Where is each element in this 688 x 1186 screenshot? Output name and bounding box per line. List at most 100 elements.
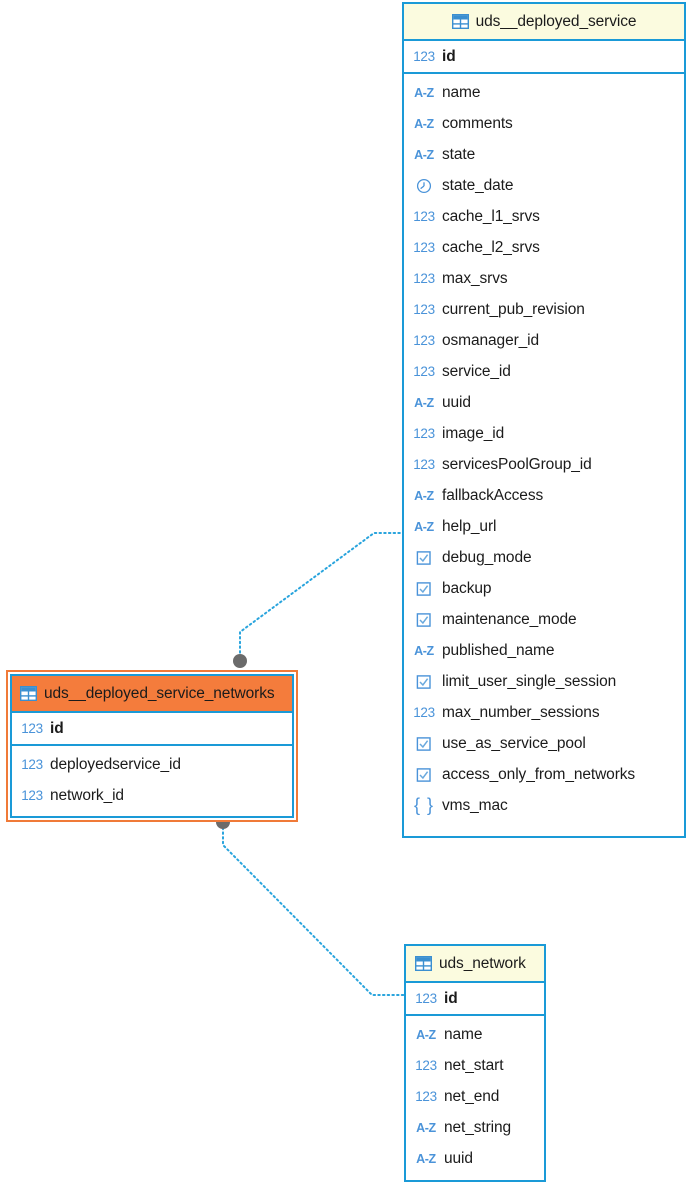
column-osmanager-id[interactable]: 123 osmanager_id	[404, 325, 684, 356]
column-label: access_only_from_networks	[442, 765, 636, 783]
column-label: service_id	[442, 362, 511, 380]
entity-header: uds__deployed_service_networks	[12, 676, 292, 713]
column-backup[interactable]: backup	[404, 573, 684, 604]
column-label: limit_user_single_session	[442, 672, 617, 690]
text-icon: A-Z	[414, 488, 434, 503]
entity-title: uds__deployed_service_networks	[44, 684, 275, 702]
column-label: id	[442, 47, 456, 65]
column-label: net_end	[444, 1087, 500, 1105]
column-label: id	[444, 989, 458, 1007]
column-service-id[interactable]: 123 service_id	[404, 356, 684, 387]
entity-uds-deployed-service-networks[interactable]: uds__deployed_service_networks 123 id 12…	[6, 670, 298, 822]
column-id[interactable]: 123 id	[404, 41, 684, 72]
column-label: net_start	[444, 1056, 504, 1074]
number-icon: 123	[413, 426, 435, 441]
column-name[interactable]: A-Z name	[406, 1019, 544, 1050]
number-icon: 123	[413, 364, 435, 379]
column-label: name	[444, 1025, 483, 1043]
relationship-endpoint-dot	[233, 654, 247, 668]
relationship-network-fk	[216, 815, 405, 996]
column-label: use_as_service_pool	[442, 734, 586, 752]
column-label: comments	[442, 114, 513, 132]
column-uuid[interactable]: A-Z uuid	[404, 387, 684, 418]
column-net-end[interactable]: 123 net_end	[406, 1081, 544, 1112]
number-icon: 123	[413, 271, 435, 286]
column-image-id[interactable]: 123 image_id	[404, 418, 684, 449]
number-icon: 123	[415, 991, 437, 1006]
table-grid-icon	[451, 14, 469, 29]
column-label: net_string	[444, 1118, 512, 1136]
column-max-number-sessions[interactable]: 123 max_number_sessions	[404, 697, 684, 728]
table-grid-icon	[415, 956, 432, 971]
text-icon: A-Z	[416, 1027, 436, 1042]
column-label: osmanager_id	[442, 331, 540, 349]
column-label: cache_l1_srvs	[442, 207, 540, 225]
column-label: current_pub_revision	[442, 300, 585, 318]
number-icon: 123	[413, 302, 435, 317]
column-label: debug_mode	[442, 548, 532, 566]
boolean-icon	[413, 735, 435, 753]
boolean-icon	[413, 580, 435, 598]
datetime-icon	[413, 177, 435, 195]
column-label: deployedservice_id	[50, 755, 181, 773]
column-limit-user-single-session[interactable]: limit_user_single_session	[404, 666, 684, 697]
column-max-srvs[interactable]: 123 max_srvs	[404, 263, 684, 294]
column-deployedservice-id[interactable]: 123 deployedservice_id	[12, 749, 292, 780]
column-use-as-service-pool[interactable]: use_as_service_pool	[404, 728, 684, 759]
boolean-icon	[413, 611, 435, 629]
relationship-line	[239, 532, 403, 663]
column-access-only-from-networks[interactable]: access_only_from_networks	[404, 759, 684, 790]
column-id[interactable]: 123 id	[12, 713, 292, 744]
table-grid-icon	[20, 686, 37, 701]
column-label: network_id	[50, 786, 124, 804]
column-label: image_id	[442, 424, 505, 442]
number-icon: 123	[21, 721, 43, 736]
column-label: max_number_sessions	[442, 703, 600, 721]
column-id[interactable]: 123 id	[406, 983, 544, 1014]
boolean-icon	[413, 549, 435, 567]
number-icon: 123	[21, 757, 43, 772]
column-label: name	[442, 83, 481, 101]
column-state-date[interactable]: state_date	[404, 170, 684, 201]
column-label: backup	[442, 579, 492, 597]
boolean-icon	[413, 673, 435, 691]
column-label: servicesPoolGroup_id	[442, 455, 592, 473]
column-vms-mac[interactable]: { }vms_mac	[404, 790, 684, 821]
column-label: max_srvs	[442, 269, 508, 287]
number-icon: 123	[413, 705, 435, 720]
column-label: help_url	[442, 517, 497, 535]
text-icon: A-Z	[414, 643, 434, 658]
primary-key-section: 123 id	[404, 41, 684, 74]
column-label: uuid	[442, 393, 471, 411]
number-icon: 123	[413, 333, 435, 348]
number-icon: 123	[415, 1058, 437, 1073]
primary-key-section: 123 id	[12, 713, 292, 746]
column-debug-mode[interactable]: debug_mode	[404, 542, 684, 573]
number-icon: 123	[415, 1089, 437, 1104]
number-icon: 123	[413, 240, 435, 255]
column-help-url[interactable]: A-Z help_url	[404, 511, 684, 542]
text-icon: A-Z	[414, 519, 434, 534]
text-icon: A-Z	[414, 395, 434, 410]
number-icon: 123	[413, 49, 435, 64]
column-current-pub-revision[interactable]: 123 current_pub_revision	[404, 294, 684, 325]
entity-header: uds__deployed_service	[404, 4, 684, 41]
column-maintenance-mode[interactable]: maintenance_mode	[404, 604, 684, 635]
column-net-start[interactable]: 123 net_start	[406, 1050, 544, 1081]
column-label: vms_mac	[442, 796, 508, 814]
